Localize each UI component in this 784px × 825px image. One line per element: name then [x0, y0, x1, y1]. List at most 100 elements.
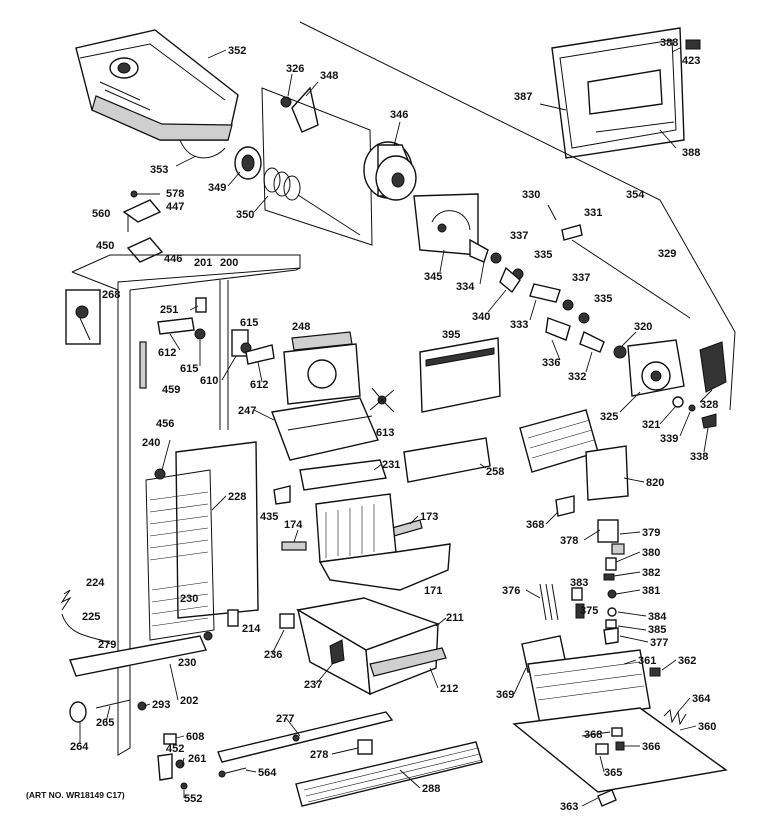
light-socket-268: [65, 289, 101, 345]
housing-edge-354: [299, 21, 736, 411]
part-383: [571, 587, 583, 601]
callout-387: 387: [514, 91, 532, 103]
callout-345: 345: [424, 271, 442, 283]
auger-spring-350: [263, 167, 361, 236]
callout-608: 608: [186, 731, 204, 743]
clip-236: [279, 613, 295, 629]
cam-447: [122, 199, 162, 223]
strip-459: [139, 341, 147, 389]
mounting-bracket-361: [527, 649, 651, 725]
callout-459: 459: [162, 384, 180, 396]
callout-377: 377: [650, 637, 668, 649]
callout-330: 330: [522, 189, 540, 201]
bracket-368a: [555, 495, 575, 517]
callout-552: 552: [184, 793, 202, 805]
callout-364: 364: [692, 693, 711, 705]
callout-328: 328: [700, 399, 718, 411]
callout-325: 325: [600, 411, 618, 423]
clip-237: [329, 639, 345, 665]
callout-348: 348: [320, 70, 338, 82]
spring-224: [60, 589, 72, 611]
spacer-173: [391, 519, 423, 537]
callout-225: 225: [82, 611, 100, 623]
callout-388-top: 388: [660, 37, 678, 49]
callout-365: 365: [604, 767, 622, 779]
callout-346: 346: [390, 109, 408, 121]
fan-blade-613: [369, 387, 395, 413]
callout-278: 278: [310, 749, 328, 761]
callout-331: 331: [584, 207, 602, 219]
callout-447: 447: [166, 201, 184, 213]
callout-279: 279: [98, 639, 116, 651]
part-380: [605, 557, 617, 571]
callout-230-b: 230: [178, 657, 196, 669]
rail-202: [69, 635, 207, 677]
callout-360: 360: [698, 721, 716, 733]
callout-335-b: 335: [594, 293, 612, 305]
callout-435: 435: [260, 511, 278, 523]
callout-354: 354: [626, 189, 645, 201]
callout-388-bottom: 388: [682, 147, 700, 159]
callout-228: 228: [228, 491, 246, 503]
callout-446: 446: [164, 253, 182, 265]
screw-552: [180, 782, 188, 790]
knob-338: [701, 413, 717, 429]
drain-trough-231: [299, 459, 387, 491]
valve-378: [597, 519, 619, 543]
bracket-214: [227, 609, 239, 627]
leader-lines: [79, 47, 713, 807]
clip-362: [649, 667, 661, 677]
callout-320: 320: [634, 321, 652, 333]
callout-261: 261: [188, 753, 206, 765]
callout-258: 258: [486, 466, 504, 478]
screw-293: [137, 701, 147, 711]
ice-bucket-352: [75, 29, 239, 159]
part-375: [575, 603, 585, 619]
callout-349: 349: [208, 182, 226, 194]
callout-336: 336: [542, 357, 560, 369]
wire-harness-376: [539, 583, 559, 621]
callout-240: 240: [142, 437, 160, 449]
clip-615a: [194, 328, 206, 340]
bearing-348: [291, 86, 319, 133]
callout-337-a: 337: [510, 230, 528, 242]
bracket-452: [157, 753, 173, 781]
callout-560: 560: [92, 208, 110, 220]
lever-328: [699, 341, 727, 393]
rail-212: [369, 647, 447, 677]
callout-202: 202: [180, 695, 198, 707]
part-379: [611, 543, 625, 555]
auger-outline-frame: [261, 87, 373, 246]
spacer-174: [281, 541, 307, 551]
callout-171: 171: [424, 585, 442, 597]
axle-265: [95, 699, 131, 709]
part-382: [603, 573, 615, 581]
callout-385: 385: [648, 624, 666, 636]
roller-278: [357, 739, 373, 755]
callout-338: 338: [690, 451, 708, 463]
callout-378: 378: [560, 535, 578, 547]
callout-268: 268: [102, 289, 120, 301]
screw-564: [218, 767, 247, 778]
hose-225: [61, 613, 111, 645]
callout-173: 173: [420, 511, 438, 523]
callout-376: 376: [502, 585, 520, 597]
gear-349: [234, 146, 262, 180]
bushing-608: [163, 733, 177, 745]
callout-382: 382: [642, 567, 660, 579]
part-366: [615, 741, 625, 751]
callout-612-a: 612: [158, 347, 176, 359]
callout-384: 384: [648, 611, 667, 623]
callout-380: 380: [642, 547, 660, 559]
roller-264: [69, 701, 87, 723]
callout-456: 456: [156, 418, 174, 430]
callout-361: 361: [638, 655, 656, 667]
dispenser-door-387: [551, 27, 685, 159]
part-384: [607, 607, 617, 617]
clip-230: [203, 631, 213, 641]
callout-375: 375: [580, 605, 598, 617]
part-381: [607, 589, 617, 599]
callout-277: 277: [276, 713, 294, 725]
grille-288: [295, 741, 483, 807]
